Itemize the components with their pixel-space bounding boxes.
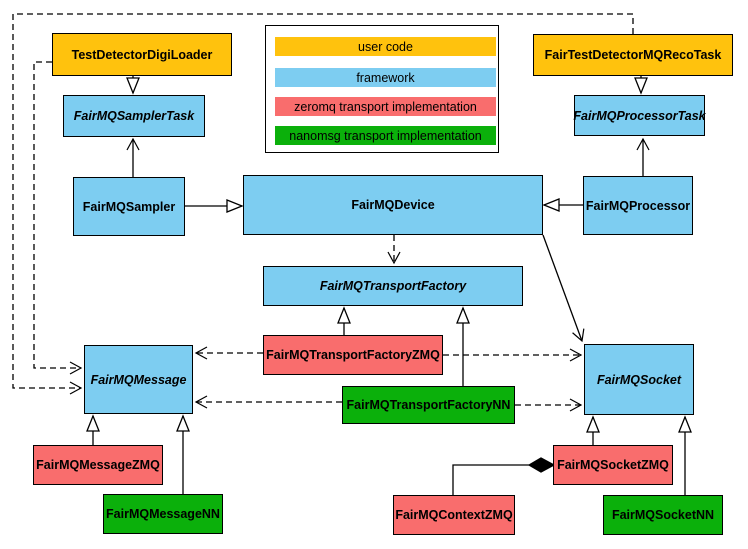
- node-fairmq-message: FairMQMessage: [84, 345, 193, 414]
- node-fairmq-sampler: FairMQSampler: [73, 177, 185, 236]
- legend-item-zeromq: zeromq transport implementation: [275, 97, 496, 116]
- node-fair-test-detector-mq-reco-task: FairTestDetectorMQRecoTask: [533, 34, 733, 76]
- node-fairmq-socket-nn: FairMQSocketNN: [603, 495, 723, 535]
- node-fairmq-socket-zmq: FairMQSocketZMQ: [553, 445, 673, 485]
- legend: user code framework zeromq transport imp…: [265, 25, 499, 153]
- legend-item-user-code: user code: [275, 37, 496, 56]
- edge-digiloader-depends-message: [33, 61, 83, 375]
- node-fairmq-socket: FairMQSocket: [584, 344, 694, 415]
- node-fairmq-sampler-task: FairMQSamplerTask: [63, 95, 205, 137]
- edge-device-uses-socket: [542, 234, 585, 343]
- node-fairmq-transport-factory-zmq: FairMQTransportFactoryZMQ: [263, 335, 443, 375]
- legend-item-nanomsg: nanomsg transport implementation: [275, 126, 496, 145]
- legend-item-framework: framework: [275, 68, 496, 87]
- node-fairmq-processor: FairMQProcessor: [583, 176, 693, 235]
- node-fairmq-processor-task: FairMQProcessorTask: [573, 95, 706, 136]
- node-fairmq-device: FairMQDevice: [243, 175, 543, 235]
- edge-recotask-depends-message: [12, 13, 634, 395]
- node-fairmq-message-zmq: FairMQMessageZMQ: [33, 445, 163, 485]
- node-test-detector-digi-loader: TestDetectorDigiLoader: [52, 33, 232, 76]
- node-fairmq-context-zmq: FairMQContextZMQ: [393, 495, 515, 535]
- composition-diamond: [527, 457, 556, 473]
- node-fairmq-message-nn: FairMQMessageNN: [103, 494, 223, 534]
- node-fairmq-transport-factory: FairMQTransportFactory: [263, 266, 523, 306]
- edge-context-composed-in-socketzmq: [452, 464, 529, 495]
- node-fairmq-transport-factory-nn: FairMQTransportFactoryNN: [342, 386, 515, 424]
